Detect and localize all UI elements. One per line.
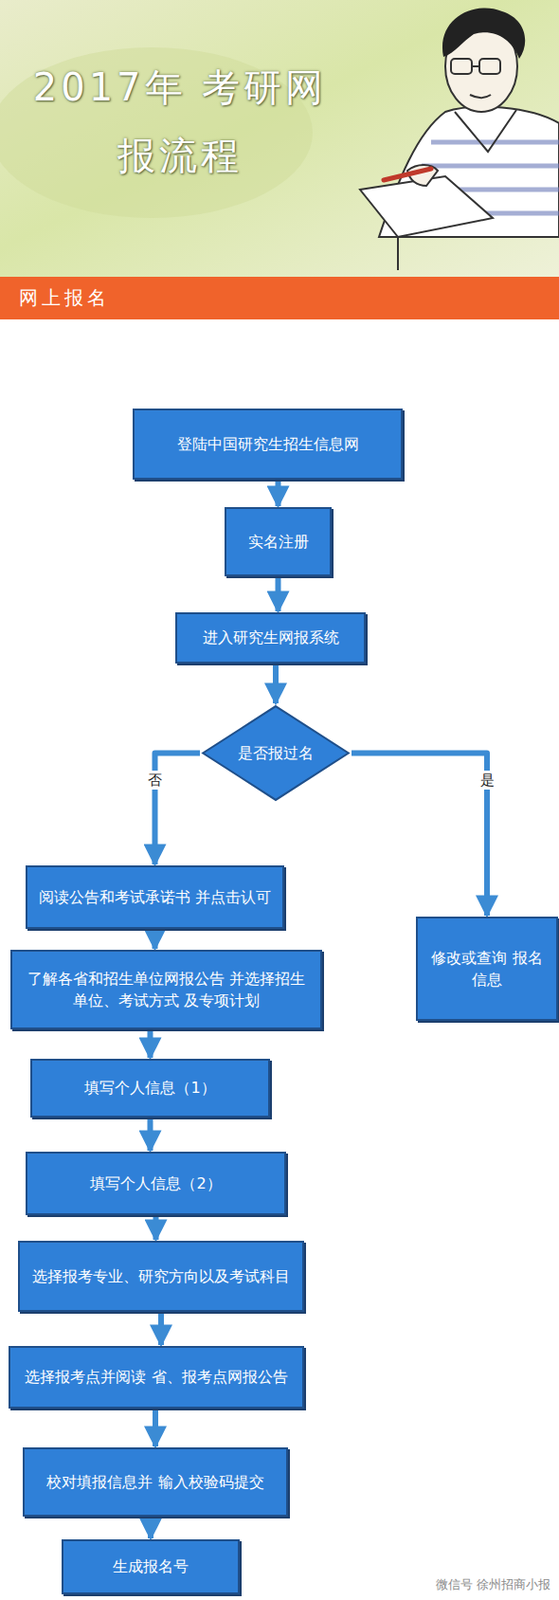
flow-arrow	[153, 1215, 160, 1240]
decision-diamond: 是否报过名	[199, 703, 352, 802]
node-text: 选择报考点并阅读 省、报考点网报公告	[15, 1361, 297, 1391]
node-text: 修改或查询 报名信息	[417, 942, 557, 994]
process-box: 实名注册	[224, 506, 332, 577]
flow-arrow	[152, 1408, 159, 1446]
diagram-title: 2017年 考研网报流程	[28, 53, 332, 190]
node-text: 进入研究生网报系统	[193, 622, 349, 652]
flow-arrow	[147, 1516, 154, 1538]
flow-arrow	[158, 1312, 164, 1345]
node-text: 阅读公告和考试承诺书 并点击认可	[29, 882, 281, 912]
node-text: 填写个人信息（1）	[74, 1072, 225, 1102]
process-box: 修改或查询 报名信息	[415, 916, 559, 1021]
process-box: 填写个人信息（2）	[25, 1151, 287, 1215]
node-text: 是否报过名	[237, 741, 314, 764]
flow-arrow	[147, 1118, 154, 1151]
branch-label: 是	[478, 770, 497, 790]
process-box: 校对填报信息并 输入校验码提交	[22, 1446, 289, 1516]
node-text: 了解各省和招生单位网报公告 并选择招生单位、考试方式 及专项计划	[12, 963, 321, 1015]
flow-arrow	[272, 664, 279, 704]
process-box: 登陆中国研究生招生信息网	[132, 408, 403, 480]
process-box: 生成报名号	[61, 1538, 240, 1594]
watermark: 微信号 徐州招商小报	[432, 1575, 554, 1593]
process-box: 阅读公告和考试承诺书 并点击认可	[25, 865, 285, 929]
flow-arrow	[275, 577, 282, 612]
flow-arrow	[351, 753, 487, 917]
flow-arrow	[152, 929, 159, 949]
header-illustration	[0, 0, 559, 277]
node-text: 选择报考专业、研究方向以及考试科目	[22, 1261, 300, 1291]
node-text: 生成报名号	[103, 1550, 199, 1581]
process-box: 进入研究生网报系统	[175, 612, 366, 664]
process-box: 了解各省和招生单位网报公告 并选择招生单位、考试方式 及专项计划	[10, 949, 323, 1029]
process-box: 选择报考专业、研究方向以及考试科目	[18, 1240, 305, 1312]
process-box: 填写个人信息（1）	[30, 1058, 271, 1118]
node-text: 登陆中国研究生招生信息网	[167, 429, 369, 459]
node-text: 校对填报信息并 输入校验码提交	[36, 1466, 273, 1497]
section-band: 网上报名	[0, 276, 559, 320]
node-text: 实名注册	[238, 526, 319, 557]
flow-arrow	[147, 1029, 154, 1058]
process-box: 选择报考点并阅读 省、报考点网报公告	[8, 1345, 305, 1408]
node-text: 网上报名	[0, 280, 120, 316]
branch-label: 否	[145, 770, 164, 790]
flow-arrow	[275, 480, 282, 506]
node-text: 填写个人信息（2）	[80, 1168, 231, 1198]
